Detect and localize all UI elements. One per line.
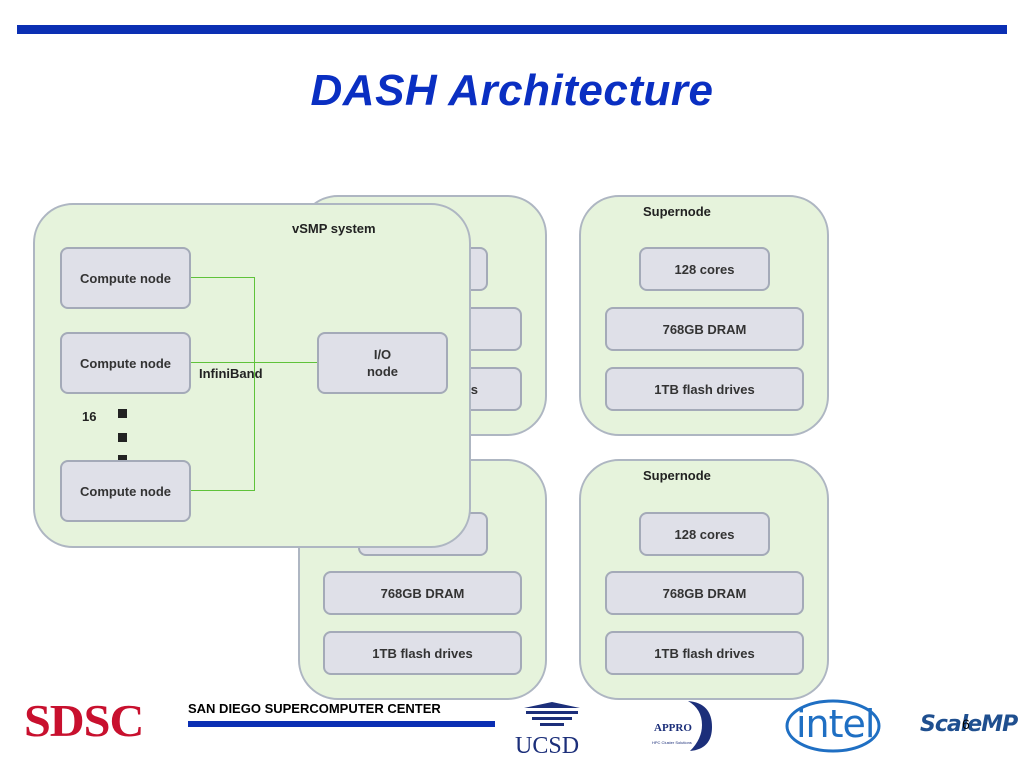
infiniband-label: InfiniBand — [199, 366, 263, 381]
ucsd-logo-icon — [524, 702, 580, 726]
ucsd-logo: UCSD — [515, 733, 580, 759]
supernode-4-cores: 128 cores — [639, 512, 770, 556]
supernode-panel-4: Supernode 128 cores 768GB DRAM 1TB flash… — [579, 459, 829, 700]
top-rule — [17, 25, 1007, 34]
wire-node1 — [191, 277, 255, 278]
compute-node-1: Compute node — [60, 247, 191, 309]
compute-node-2: Compute node — [60, 332, 191, 394]
scalemp-logo: ScaleMP — [920, 712, 1018, 737]
wire-node2 — [191, 362, 318, 363]
appro-subtext: HPC Cluster Solutions — [652, 740, 692, 745]
vsmp-system-panel: vSMP system Compute node Compute node Co… — [33, 203, 471, 548]
supernode-2-dram: 768GB DRAM — [605, 307, 804, 351]
ellipsis-dot-3 — [118, 455, 127, 460]
supernode-panel-2: Supernode 128 cores 768GB DRAM 1TB flash… — [579, 195, 829, 436]
supernode-2-cores: 128 cores — [639, 247, 770, 291]
supernode-2-title: Supernode — [643, 204, 711, 219]
slide-title: DASH Architecture — [310, 66, 714, 115]
intel-logo: intel — [796, 702, 875, 746]
supernode-3-flash: 1TB flash drives — [323, 631, 522, 675]
intel-logo-icon — [785, 699, 881, 753]
footer-rule — [188, 721, 495, 727]
supernode-4-title: Supernode — [643, 468, 711, 483]
supernode-3-dram: 768GB DRAM — [323, 571, 522, 615]
appro-logo-icon — [688, 701, 712, 751]
compute-node-3: Compute node — [60, 460, 191, 522]
supernode-4-flash: 1TB flash drives — [605, 631, 804, 675]
node-count-label: 16 — [82, 409, 97, 424]
sdsc-logo: SDSC — [24, 695, 144, 746]
vsmp-title: vSMP system — [292, 221, 376, 236]
wire-bus — [254, 277, 255, 491]
supernode-4-dram: 768GB DRAM — [605, 571, 804, 615]
appro-logo: APPRO — [654, 722, 692, 734]
page-number: 6 — [962, 716, 970, 732]
io-node: I/O node — [317, 332, 448, 394]
ellipsis-dot-1 — [118, 409, 127, 418]
center-name: SAN DIEGO SUPERCOMPUTER CENTER — [188, 701, 441, 716]
wire-node3 — [191, 490, 255, 491]
ellipsis-dot-2 — [118, 433, 127, 442]
supernode-2-flash: 1TB flash drives — [605, 367, 804, 411]
